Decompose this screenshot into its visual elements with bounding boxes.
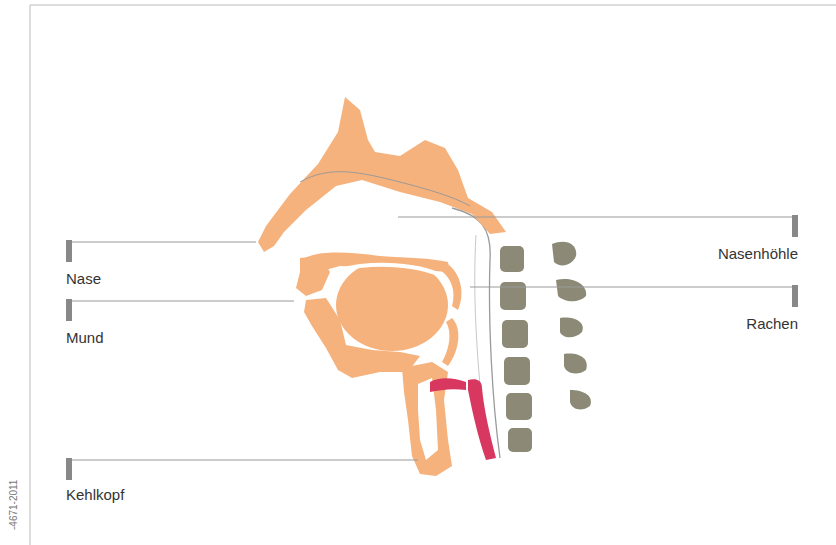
label-bars <box>66 215 798 480</box>
part-label: Nase <box>66 270 101 288</box>
frame <box>30 5 836 545</box>
nasal-cavity-line <box>300 172 470 206</box>
upper-lip <box>296 256 330 296</box>
oral-cavity <box>340 265 450 280</box>
skull-bone <box>258 97 506 252</box>
trachea-lining <box>468 379 496 460</box>
watermark: -4671-2011 <box>5 480 23 530</box>
part-label: Kehlkopf <box>66 486 124 504</box>
vertebrae <box>500 242 591 452</box>
vocal-fold <box>430 378 466 392</box>
part-label: Rachen <box>746 315 798 333</box>
lower-jaw <box>304 298 420 378</box>
soft-palate <box>440 262 462 310</box>
epiglottis <box>442 318 458 366</box>
part-label: Mund <box>66 329 104 347</box>
part-label: Nasenhöhle <box>718 245 798 263</box>
leader-lines <box>66 217 798 460</box>
